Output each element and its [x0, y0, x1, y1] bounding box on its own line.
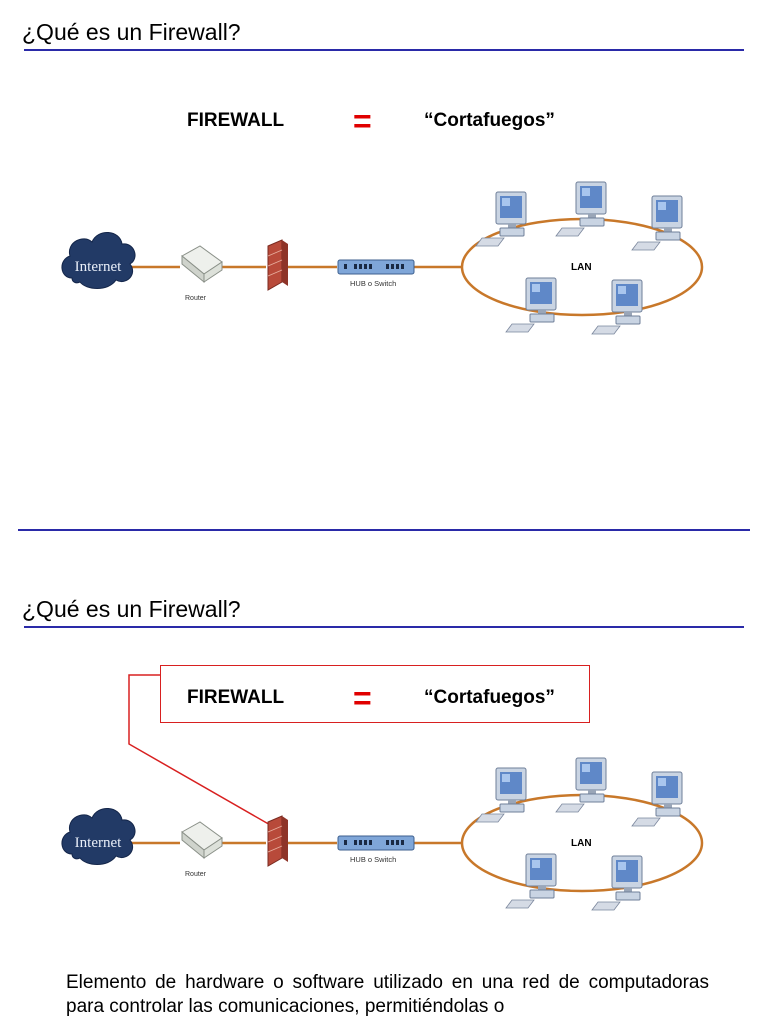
slide-2-firewall-term: FIREWALL	[187, 687, 284, 709]
slide-2-network-diagram: LAN Internet Router HUB o Switch	[50, 746, 730, 936]
slide-1-title: ¿Qué es un Firewall?	[22, 19, 241, 46]
lan-label: LAN	[571, 262, 592, 273]
lan-computer-icon	[506, 854, 556, 908]
internet-cloud-icon: Internet	[62, 808, 135, 864]
lan-computer-icon	[592, 280, 642, 334]
router-icon	[182, 822, 222, 858]
lan-label: LAN	[571, 838, 592, 849]
slide-1-cortafuegos-translation: “Cortafuegos”	[424, 110, 555, 132]
slide-separator	[18, 529, 750, 531]
slide-2-title: ¿Qué es un Firewall?	[22, 596, 241, 623]
hub-label: HUB o Switch	[350, 279, 396, 288]
slide-1-network-diagram: LAN Internet Router HUB o Switch	[50, 170, 730, 360]
slide-2-title-rule	[24, 626, 744, 628]
firewall-description: Elemento de hardware o software utilizad…	[66, 971, 709, 1019]
lan-computer-icon	[632, 772, 682, 826]
lan-computer-icon	[556, 182, 606, 236]
firewall-brick-icon	[268, 240, 288, 290]
slide-1-title-rule	[24, 49, 744, 51]
router-label: Router	[185, 295, 207, 302]
lan-computer-icon	[556, 758, 606, 812]
slide-1-firewall-term: FIREWALL	[187, 110, 284, 132]
internet-label: Internet	[75, 259, 122, 275]
router-icon	[182, 246, 222, 282]
slide-2-cortafuegos-translation: “Cortafuegos”	[424, 687, 555, 709]
hub-switch-icon	[338, 260, 414, 274]
router-label: Router	[185, 871, 207, 878]
slide-1-equals-sign: =	[353, 105, 372, 137]
hub-label: HUB o Switch	[350, 855, 396, 864]
lan-computer-icon	[476, 192, 526, 246]
internet-cloud-icon: Internet	[62, 232, 135, 288]
internet-label: Internet	[75, 835, 122, 851]
lan-computer-icon	[632, 196, 682, 250]
hub-switch-icon	[338, 836, 414, 850]
lan-computer-icon	[476, 768, 526, 822]
firewall-brick-icon	[268, 816, 288, 866]
lan-computer-icon	[592, 856, 642, 910]
slide-2-equals-sign: =	[353, 682, 372, 714]
lan-computer-icon	[506, 278, 556, 332]
